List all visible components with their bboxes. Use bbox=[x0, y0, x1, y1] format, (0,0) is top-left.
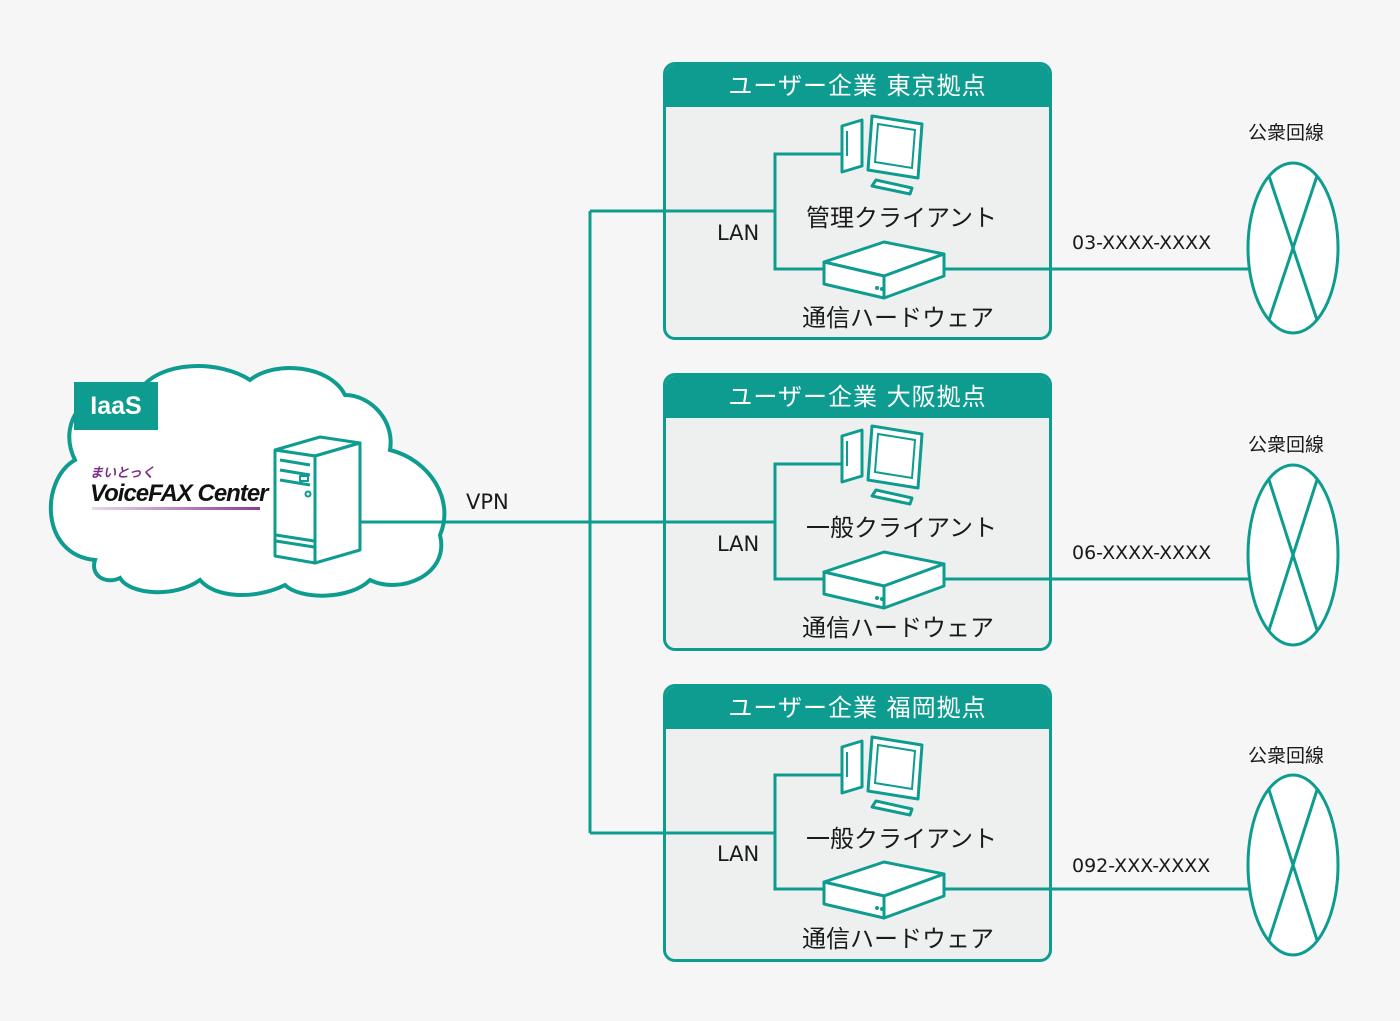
public-network-icon bbox=[1246, 773, 1340, 957]
site-title: ユーザー企業 東京拠点 bbox=[666, 65, 1049, 107]
public-network-icon bbox=[1246, 463, 1340, 647]
hardware-box-icon bbox=[822, 550, 946, 610]
client-label: 一般クライアント bbox=[806, 825, 998, 853]
client-pc-icon bbox=[840, 735, 924, 817]
site-osaka: ユーザー企業 大阪拠点 bbox=[663, 373, 1052, 651]
public-network-icon bbox=[1246, 161, 1340, 335]
lan-label: LAN bbox=[717, 842, 760, 866]
client-pc-icon bbox=[840, 114, 924, 196]
public-network-label: 公衆回線 bbox=[1248, 122, 1325, 144]
hardware-box-icon bbox=[822, 860, 946, 920]
iaas-badge: IaaS bbox=[74, 382, 158, 430]
phone-number: 092-XXX-XXXX bbox=[1072, 855, 1211, 877]
logo-subtitle: まいとっく bbox=[90, 466, 155, 481]
lan-label: LAN bbox=[717, 532, 760, 556]
server-tower-icon bbox=[273, 435, 362, 565]
site-title: ユーザー企業 大阪拠点 bbox=[666, 376, 1049, 418]
logo-underline bbox=[92, 507, 260, 510]
vpn-label: VPN bbox=[466, 490, 509, 514]
voicefax-logo: VoiceFAX Center bbox=[90, 480, 269, 507]
lan-label: LAN bbox=[717, 221, 760, 245]
site-title: ユーザー企業 福岡拠点 bbox=[666, 687, 1049, 729]
site-fukuoka: ユーザー企業 福岡拠点 bbox=[663, 684, 1052, 962]
hardware-box-icon bbox=[822, 240, 946, 300]
site-tokyo: ユーザー企業 東京拠点 bbox=[663, 62, 1052, 340]
phone-number: 06-XXXX-XXXX bbox=[1072, 542, 1212, 564]
client-label: 一般クライアント bbox=[806, 514, 998, 542]
client-pc-icon bbox=[840, 424, 924, 506]
hardware-label: 通信ハードウェア bbox=[802, 925, 994, 953]
public-network-label: 公衆回線 bbox=[1248, 434, 1325, 456]
site-fukuoka-devices bbox=[663, 735, 1052, 920]
client-label: 管理クライアント bbox=[806, 204, 998, 232]
vpn-lines bbox=[360, 209, 663, 835]
public-network-label: 公衆回線 bbox=[1248, 745, 1325, 767]
hardware-label: 通信ハードウェア bbox=[802, 614, 994, 642]
phone-number: 03-XXXX-XXXX bbox=[1072, 232, 1212, 254]
phone-lines bbox=[1052, 267, 1250, 891]
hardware-label: 通信ハードウェア bbox=[802, 304, 994, 332]
